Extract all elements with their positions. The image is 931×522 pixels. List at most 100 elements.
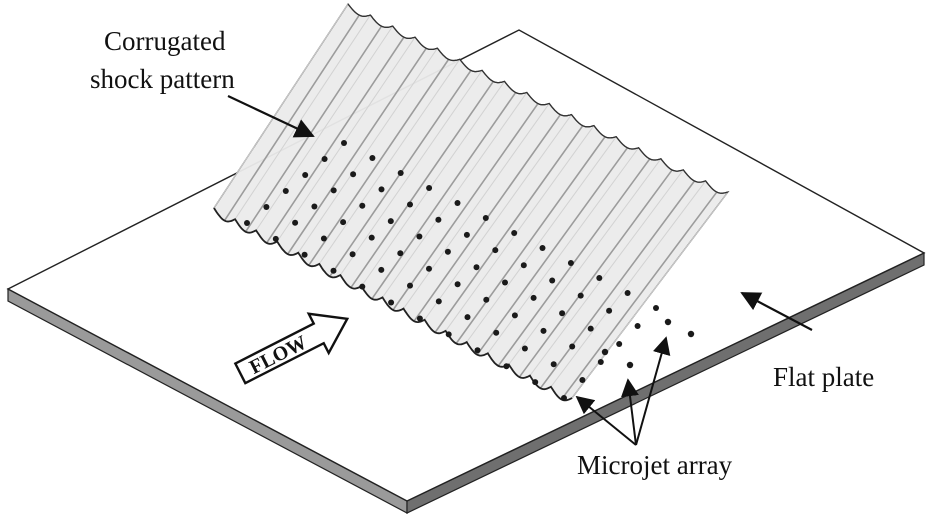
- microjet-dot: [416, 233, 423, 240]
- shock-top-edge: [347, 3, 729, 194]
- microjet-dot: [282, 188, 289, 194]
- shock-rib: [476, 147, 629, 356]
- shock-rib: [466, 136, 617, 343]
- microjet-dot: [445, 331, 452, 338]
- flow-arrow-shape: [233, 312, 350, 385]
- shock-rib: [497, 158, 651, 367]
- shock-rib: [560, 191, 718, 400]
- microjet-dot: [341, 140, 347, 146]
- shock-rib: [213, 3, 349, 209]
- microjet-dot: [340, 219, 347, 226]
- shock-rib: [434, 125, 584, 333]
- microjet-dot: [435, 216, 442, 223]
- microjet-dot: [272, 235, 279, 242]
- shock-rib: [529, 169, 684, 376]
- shock-rib: [276, 36, 416, 242]
- microjet-dot: [601, 348, 609, 356]
- shock-ribs: [213, 3, 729, 400]
- microjet-dot: [530, 294, 537, 301]
- microjet-dot: [407, 201, 413, 208]
- microjet-dot: [311, 203, 318, 210]
- microjet-dot: [426, 265, 432, 272]
- microjet-dot: [549, 277, 556, 284]
- microjet-dot: [520, 262, 527, 269]
- microjet-dot: [359, 202, 366, 209]
- microjet-dot: [387, 218, 394, 225]
- microjet-dot: [349, 251, 356, 258]
- shock-rib: [403, 103, 550, 309]
- microjet-dot: [301, 251, 308, 258]
- corrugated-leader-arrow: [227, 95, 315, 138]
- microjet-dot: [492, 247, 499, 254]
- microjet-dot: [587, 325, 594, 332]
- microjet-dot: [511, 312, 518, 319]
- microjet-dot: [463, 231, 470, 238]
- microjet-dot: [292, 219, 299, 226]
- microjet-dot: [320, 235, 327, 242]
- microjet-dot: [540, 327, 547, 334]
- shock-rib: [265, 36, 405, 244]
- microjet-dot: [482, 215, 489, 221]
- shock-rib: [539, 180, 696, 389]
- microjet-dot: [616, 341, 623, 347]
- microjet-dot: [359, 283, 366, 290]
- shock-rib: [455, 136, 606, 344]
- microjet-dot: [561, 395, 567, 401]
- microjet-dot: [687, 330, 695, 338]
- shock-rib: [234, 14, 371, 220]
- microjet-dot: [321, 156, 328, 162]
- shock-rib: [308, 58, 450, 266]
- shock-rib: [424, 114, 572, 321]
- microjet-leader-1: [575, 395, 637, 446]
- shock-rib: [297, 47, 438, 253]
- microjet-leader-3: [635, 336, 671, 446]
- shock-rib: [255, 25, 394, 231]
- corrugated-label-line2: shock pattern: [90, 64, 235, 94]
- microjet-dot: [350, 171, 357, 178]
- flat-plate-leader-arrow: [740, 292, 813, 331]
- microjet-dot: [634, 323, 641, 329]
- microjet-dot: [493, 329, 500, 336]
- shock-rib: [445, 125, 595, 332]
- microjet-dot: [464, 314, 471, 321]
- microjet-dot: [579, 377, 586, 383]
- corrugated-shock-pattern: [213, 2, 730, 402]
- shock-rib: [287, 47, 427, 255]
- microjet-dot: [626, 361, 634, 369]
- microjet-dot: [426, 185, 433, 191]
- shock-rib: [361, 81, 505, 287]
- flat-plate-label: Flat plate: [773, 362, 874, 392]
- microjet-dot: [330, 267, 337, 274]
- microjet-dot: [397, 170, 404, 176]
- shock-bottom-edge: [213, 207, 573, 402]
- microjet-dot: [624, 290, 631, 296]
- shock-rib: [550, 180, 707, 388]
- callouts: Corrugated shock pattern Flat plate Micr…: [90, 26, 874, 480]
- microjet-dot: [606, 307, 613, 314]
- microjet-dot: [416, 315, 423, 322]
- microjet-dot: [532, 379, 539, 386]
- microjet-dot: [597, 359, 604, 365]
- microjet-dot: [550, 361, 557, 368]
- shock-rib: [392, 103, 539, 311]
- microjet-dot: [388, 299, 395, 306]
- microjet-dot: [502, 279, 508, 286]
- microjet-dot: [263, 204, 270, 210]
- shock-rib: [508, 158, 662, 365]
- microjet-dot: [454, 200, 461, 206]
- microjet-dot: [521, 345, 528, 352]
- microjet-dot: [559, 310, 566, 317]
- microjet-dot: [302, 172, 309, 178]
- microjet-dot: [444, 248, 451, 255]
- microjet-dot: [539, 245, 546, 251]
- microjet-dot: [569, 343, 576, 350]
- microjet-dot: [407, 282, 413, 289]
- microjet-dot: [567, 260, 574, 266]
- microjet-dot: [369, 155, 376, 161]
- shock-rib: [571, 191, 729, 399]
- microjet-exposed: [601, 318, 695, 369]
- microjet-dot: [368, 234, 375, 241]
- microjet-dot: [577, 292, 584, 299]
